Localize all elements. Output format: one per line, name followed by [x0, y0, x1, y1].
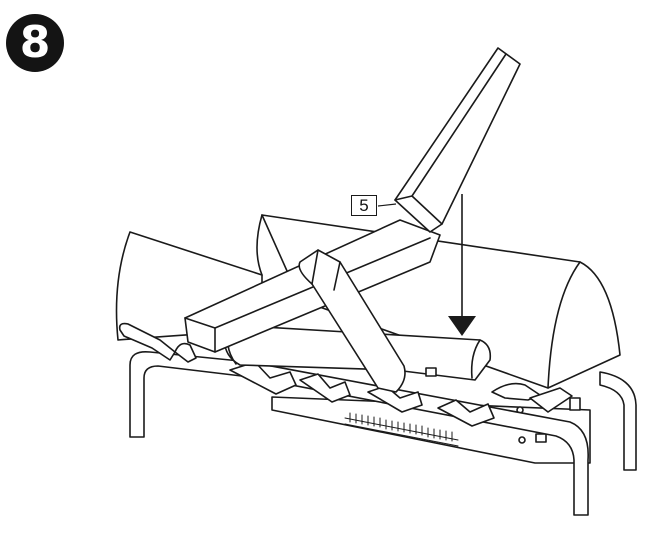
tall-log-part-5: [394, 47, 521, 233]
part-callout-label: 5: [351, 195, 377, 216]
step-number-badge: 8: [6, 14, 64, 72]
rear-frame-leg: [599, 371, 637, 471]
front-frame-rail: [129, 350, 589, 516]
diagonal-log: [298, 249, 406, 393]
grate: [118, 322, 573, 427]
placement-arrow: [448, 194, 476, 336]
callout-leader: [377, 203, 397, 207]
